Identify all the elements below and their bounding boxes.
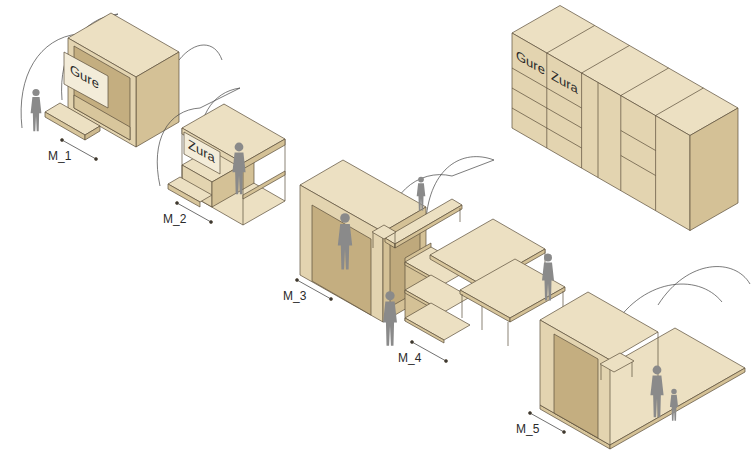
module-label: M_5 <box>516 423 539 436</box>
sign-text: Zura <box>551 68 578 97</box>
module-label: M_3 <box>283 290 306 303</box>
sign-text: Gure <box>70 62 99 93</box>
module-2 <box>157 88 285 225</box>
assembled-block <box>512 6 738 231</box>
sign-text: Gure <box>516 48 545 79</box>
module-label: M_4 <box>398 352 421 365</box>
sign-text: Zura <box>188 137 215 166</box>
module-4 <box>383 219 565 363</box>
module-5 <box>529 267 751 449</box>
module-label: M_1 <box>48 150 71 163</box>
module-label: M_2 <box>163 213 186 226</box>
